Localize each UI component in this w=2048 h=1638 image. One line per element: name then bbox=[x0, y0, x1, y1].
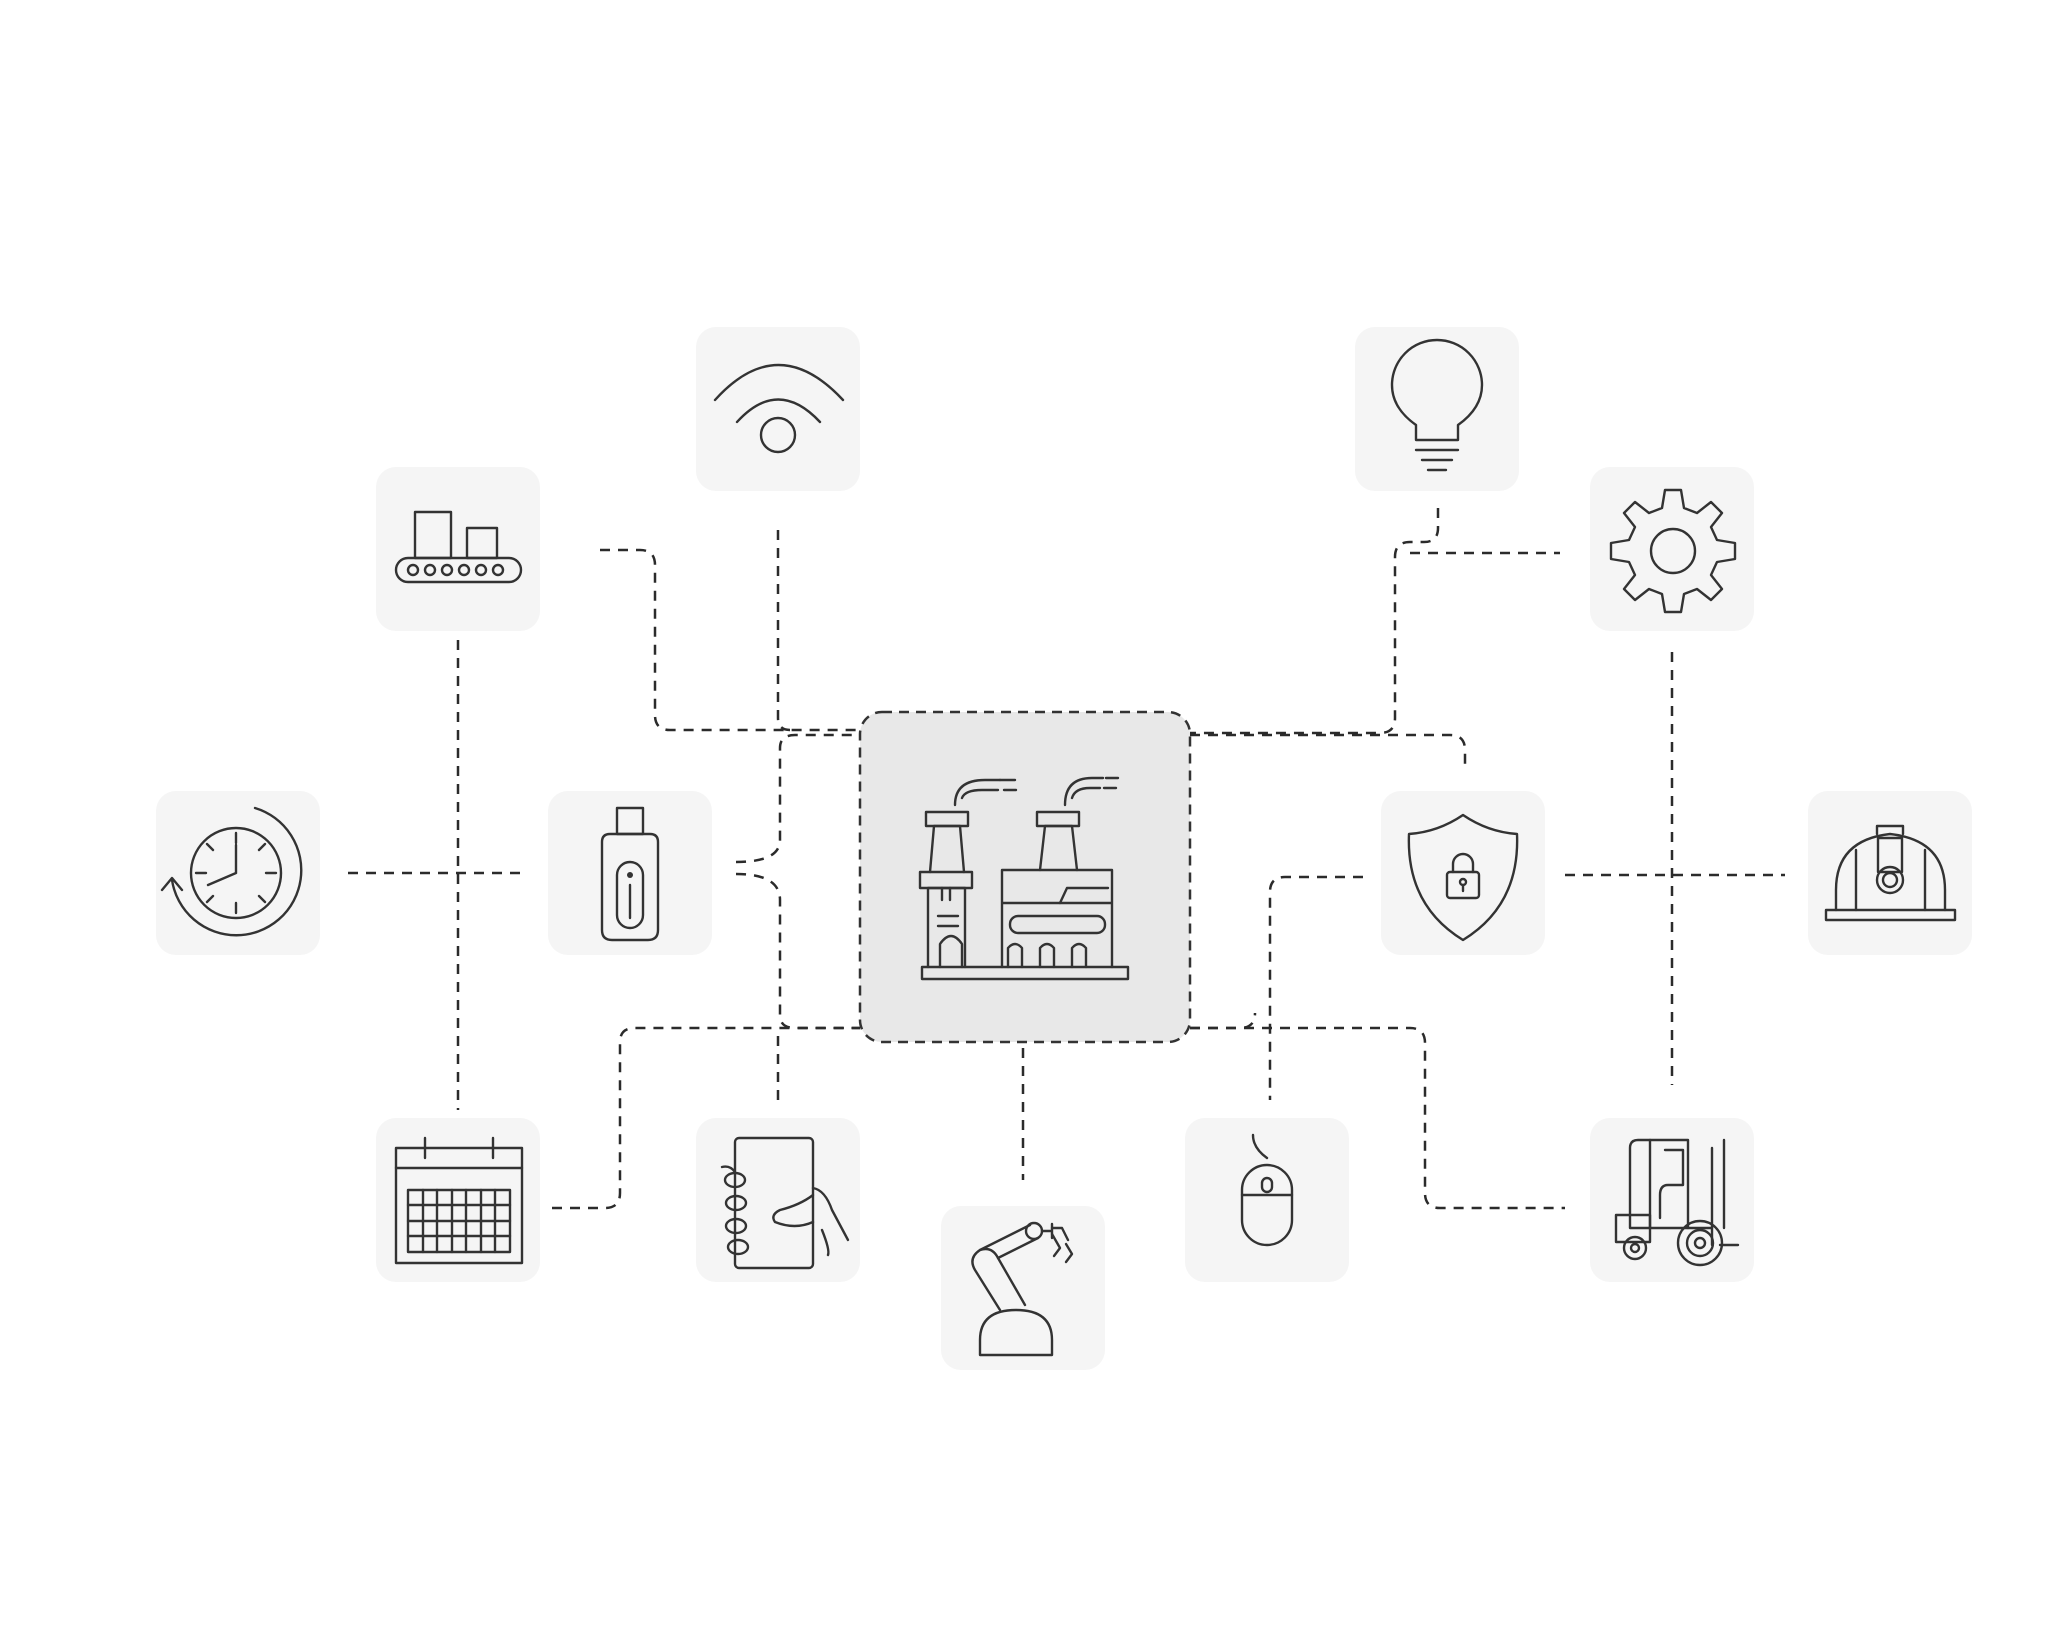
forklift-icon bbox=[1614, 1138, 1740, 1267]
connector-wireless-hub bbox=[776, 530, 791, 732]
connectors bbox=[348, 508, 1785, 1210]
light-bulb-icon bbox=[1390, 338, 1484, 472]
conveyor-tile bbox=[376, 467, 540, 631]
gear-tile bbox=[1590, 467, 1754, 631]
factory-icon bbox=[918, 776, 1130, 981]
hand-holding-phone-icon bbox=[720, 1136, 850, 1270]
wireless-tile bbox=[696, 327, 860, 491]
connector-calendar-hub bbox=[552, 1026, 860, 1210]
calendar-icon bbox=[394, 1136, 524, 1265]
connector-usb-hub-lower bbox=[735, 872, 860, 1030]
mouse-tile bbox=[1185, 1118, 1349, 1282]
robotic-arm-icon bbox=[971, 1221, 1074, 1357]
calendar-tile bbox=[376, 1118, 540, 1282]
connector-hub-bottom bbox=[1190, 1012, 1257, 1030]
connector-shield-mouse bbox=[1268, 875, 1363, 1100]
conveyor-belt-icon bbox=[394, 510, 523, 584]
wireless-signal-icon bbox=[713, 363, 845, 454]
connector-hub-shield bbox=[1190, 733, 1467, 765]
clock-refresh-icon bbox=[160, 806, 303, 937]
gear-icon bbox=[1609, 488, 1737, 614]
connector-conveyor-hub bbox=[600, 548, 860, 732]
clock-tile bbox=[156, 791, 320, 955]
safety-helmet-icon bbox=[1824, 824, 1957, 922]
computer-mouse-icon bbox=[1240, 1133, 1294, 1247]
connector-usb-hub bbox=[735, 733, 860, 864]
robot-tile bbox=[941, 1206, 1105, 1370]
phone-tile bbox=[696, 1118, 860, 1282]
usb-drive-icon bbox=[600, 806, 660, 942]
forklift-tile bbox=[1590, 1118, 1754, 1282]
connector-bulb-hub bbox=[1190, 508, 1440, 735]
hub-tile bbox=[858, 710, 1192, 1044]
shield-lock-icon bbox=[1407, 813, 1519, 942]
bulb-tile bbox=[1355, 327, 1519, 491]
tiles bbox=[156, 327, 1972, 1370]
